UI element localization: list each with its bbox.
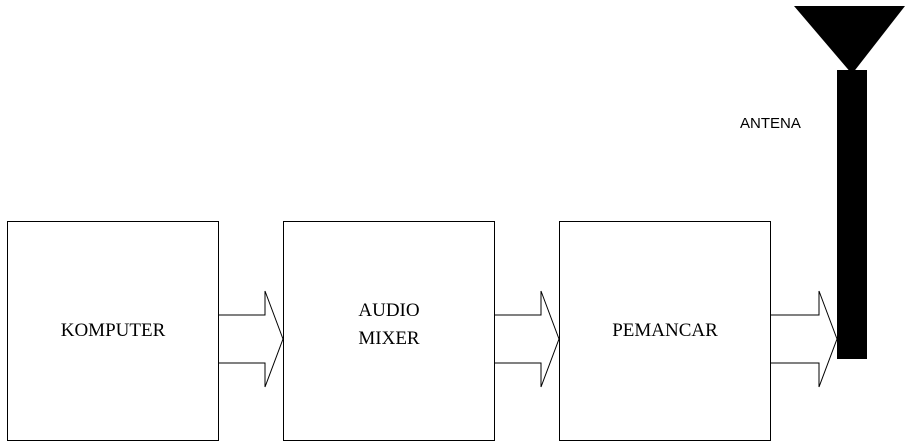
block-audio-mixer-label: AUDIO MIXER: [358, 300, 420, 349]
block-pemancar-label: PEMANCAR: [612, 320, 718, 341]
antenna-icon: [794, 6, 905, 359]
antenna-head: [794, 6, 905, 74]
antenna-label: ANTENA: [740, 115, 801, 132]
antenna-mast: [837, 70, 867, 359]
arrow-pemancar-to-antenna: [771, 290, 838, 388]
block-komputer-label: KOMPUTER: [60, 320, 166, 341]
block-audio-mixer: AUDIO MIXER: [283, 221, 495, 441]
block-pemancar: PEMANCAR: [559, 221, 771, 441]
arrow-mixer-to-pemancar: [495, 290, 560, 388]
arrow-komputer-to-mixer: [219, 290, 284, 388]
block-komputer: KOMPUTER: [7, 221, 219, 441]
